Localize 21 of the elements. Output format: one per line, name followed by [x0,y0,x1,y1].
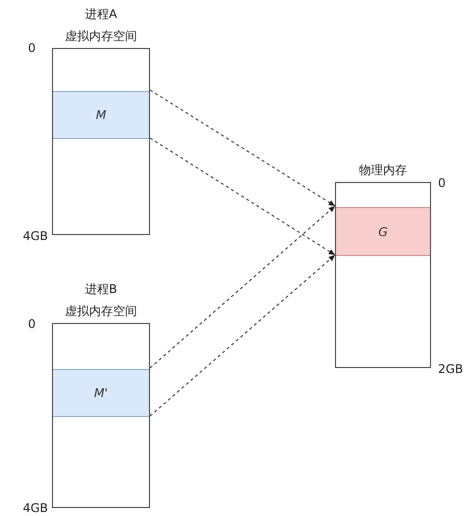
heading-text: 物理内存 [359,162,407,178]
memory-region [53,369,149,417]
address-label: 0 [28,316,37,332]
region-label: M' [94,385,108,401]
heading-text: 进程B [84,281,118,297]
dashed-arrow [150,254,336,416]
address-label: 0 [438,175,447,191]
region-label: G [378,224,388,240]
memory-region [53,91,149,139]
memory-region [336,207,430,256]
address-label: 4GB [22,228,48,244]
dashed-arrow [150,206,336,368]
address-label: 2GB [438,361,464,377]
heading-text: 虚拟内存空间 [65,303,137,319]
dashed-arrow [150,90,336,206]
address-label: 0 [28,40,37,56]
heading-text: 进程A [84,6,118,22]
address-label: 4GB [22,500,48,516]
region-label: M [96,107,106,123]
dashed-arrow [150,138,336,256]
heading-text: 虚拟内存空间 [65,28,137,44]
